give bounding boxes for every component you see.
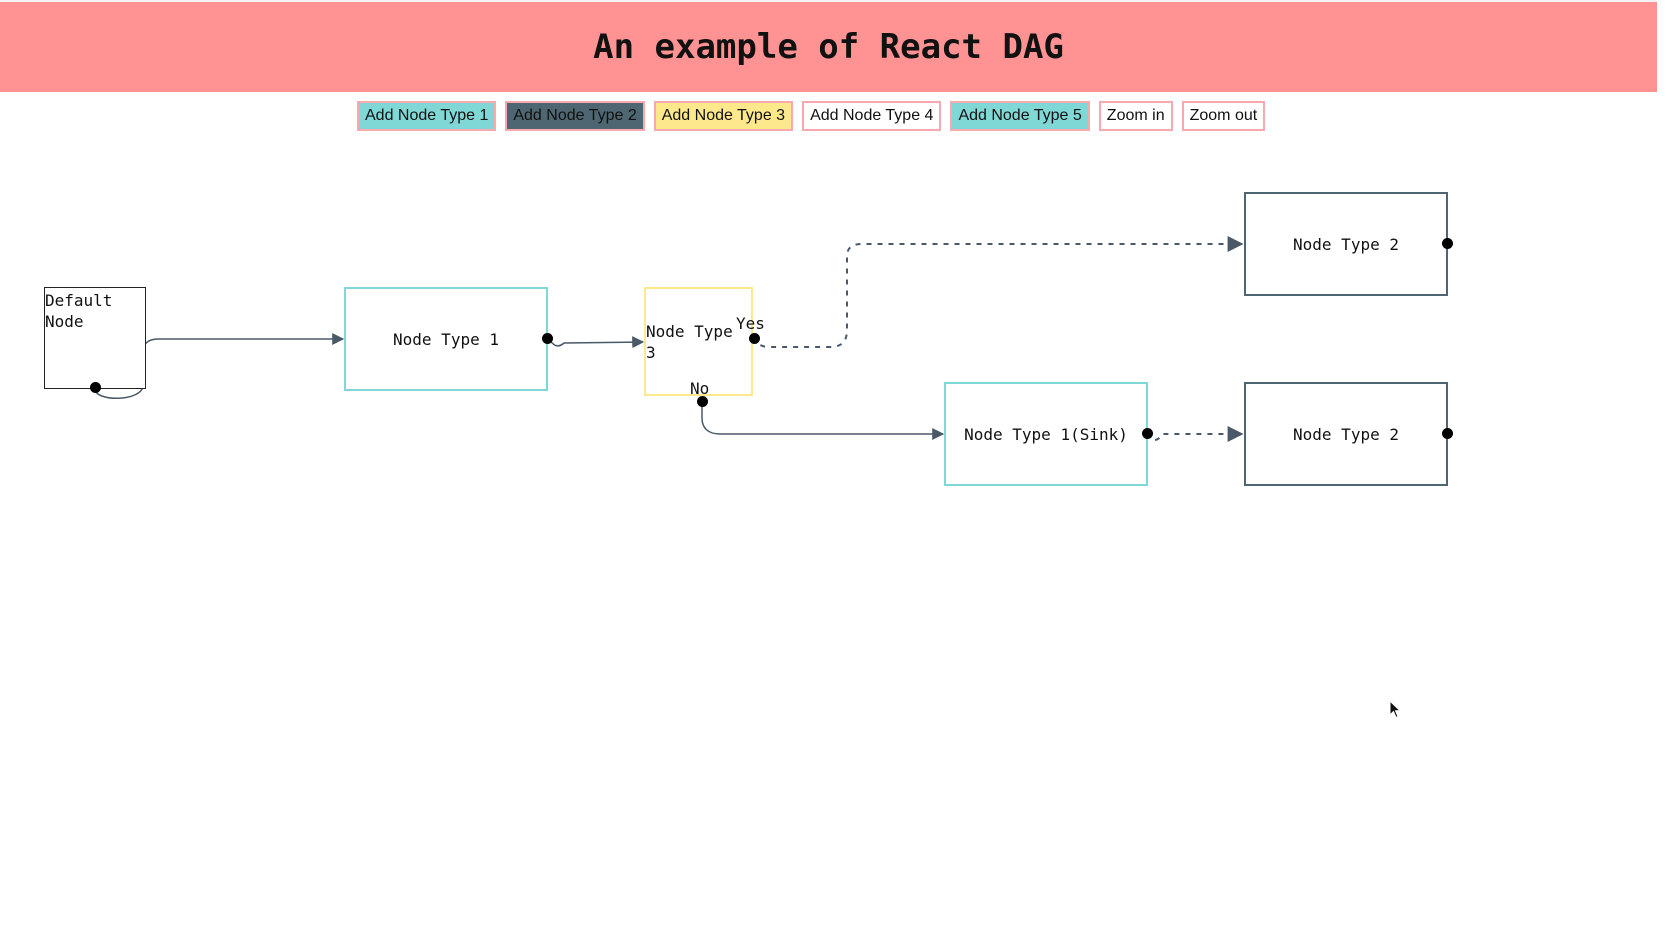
- add-node-type-5-button[interactable]: Add Node Type 5: [950, 101, 1090, 131]
- page-title: An example of React DAG: [593, 27, 1064, 67]
- add-node-type-2-button[interactable]: Add Node Type 2: [505, 101, 645, 131]
- node-type-1-output-port[interactable]: [542, 333, 553, 344]
- node-default-output-port[interactable]: [90, 382, 101, 393]
- edge-no-to-type1-sink[interactable]: [701, 402, 945, 440]
- page-header: An example of React DAG: [0, 0, 1657, 92]
- edge-sink-to-type2-bottom[interactable]: [1146, 426, 1244, 442]
- node-type-3-label: Node Type 3: [646, 321, 733, 362]
- node-type-3-no-port[interactable]: [697, 396, 708, 407]
- zoom-out-button[interactable]: Zoom out: [1181, 101, 1266, 131]
- node-type-2-bottom-label: Node Type 2: [1293, 424, 1399, 444]
- node-default[interactable]: Default Node: [44, 287, 146, 393]
- add-node-type-3-button[interactable]: Add Node Type 3: [653, 101, 794, 131]
- node-type-1-sink[interactable]: Node Type 1(Sink): [944, 382, 1153, 486]
- node-type-1-label: Node Type 1: [393, 329, 499, 349]
- node-type-2-top-output-port[interactable]: [1442, 238, 1453, 249]
- node-type-2-top[interactable]: Node Type 2: [1244, 192, 1453, 296]
- add-node-type-1-button[interactable]: Add Node Type 1: [357, 101, 497, 131]
- node-type-2-bottom[interactable]: Node Type 2: [1244, 382, 1453, 486]
- node-type-3-yes-port[interactable]: [749, 333, 760, 344]
- edge-label-no: No: [690, 379, 710, 398]
- add-node-type-4-button[interactable]: Add Node Type 4: [802, 101, 942, 131]
- toolbar: Add Node Type 1 Add Node Type 2 Add Node…: [357, 101, 1266, 131]
- node-type-2-top-label: Node Type 2: [1293, 234, 1399, 254]
- node-default-label: Default Node: [45, 291, 113, 331]
- edge-label-yes: Yes: [736, 314, 765, 333]
- node-type-3[interactable]: Node Type 3: [644, 287, 760, 407]
- node-type-1-sink-label: Node Type 1(Sink): [964, 424, 1128, 444]
- node-type-2-bottom-output-port[interactable]: [1442, 428, 1453, 439]
- node-type-1[interactable]: Node Type 1: [344, 287, 553, 391]
- zoom-in-button[interactable]: Zoom in: [1098, 101, 1173, 131]
- mouse-cursor-icon: [1389, 700, 1402, 719]
- edge-type1-to-type3[interactable]: [546, 336, 645, 349]
- edge-yes-to-type2-top[interactable]: [752, 236, 1244, 348]
- node-type-1-sink-output-port[interactable]: [1142, 428, 1153, 439]
